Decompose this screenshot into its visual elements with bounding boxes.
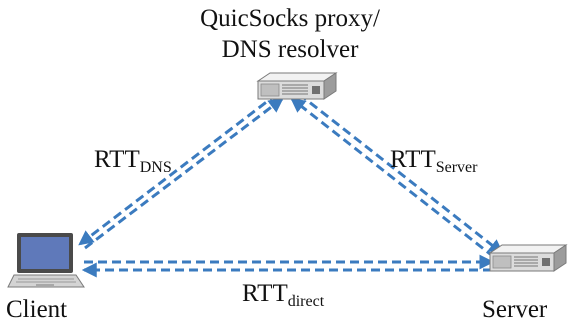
rtt-server-label: RTTServer <box>390 146 478 176</box>
client-label: Client <box>6 294 80 325</box>
rtt-dns-label: RTTDNS <box>94 146 172 176</box>
rtt-dns-base: RTT <box>94 146 140 173</box>
proxy-label-line2: DNS resolver <box>221 36 359 63</box>
rtt-dns-sub: DNS <box>139 159 172 176</box>
link-proxy-server <box>290 92 504 259</box>
laptop-icon <box>7 233 85 288</box>
arrow-proxy-to-server <box>298 92 504 255</box>
server-icon <box>488 244 568 272</box>
rtt-direct-base: RTT <box>242 280 288 307</box>
link-client-server <box>81 254 495 278</box>
arrow-server-to-proxy <box>290 97 495 259</box>
proxy-label-line1: QuicSocks proxy/ <box>200 5 380 32</box>
server-label: Server <box>482 294 578 325</box>
rtt-server-base: RTT <box>390 146 436 173</box>
rtt-direct-sub: direct <box>287 293 325 310</box>
client-label-text: Client <box>6 296 68 323</box>
rtt-direct-label: RTTdirect <box>242 280 325 310</box>
server-label-text: Server <box>482 296 548 323</box>
rtt-server-sub: Server <box>435 159 478 176</box>
proxy-label: QuicSocks proxy/ DNS resolver <box>180 3 400 65</box>
proxy-server-icon <box>256 72 338 100</box>
